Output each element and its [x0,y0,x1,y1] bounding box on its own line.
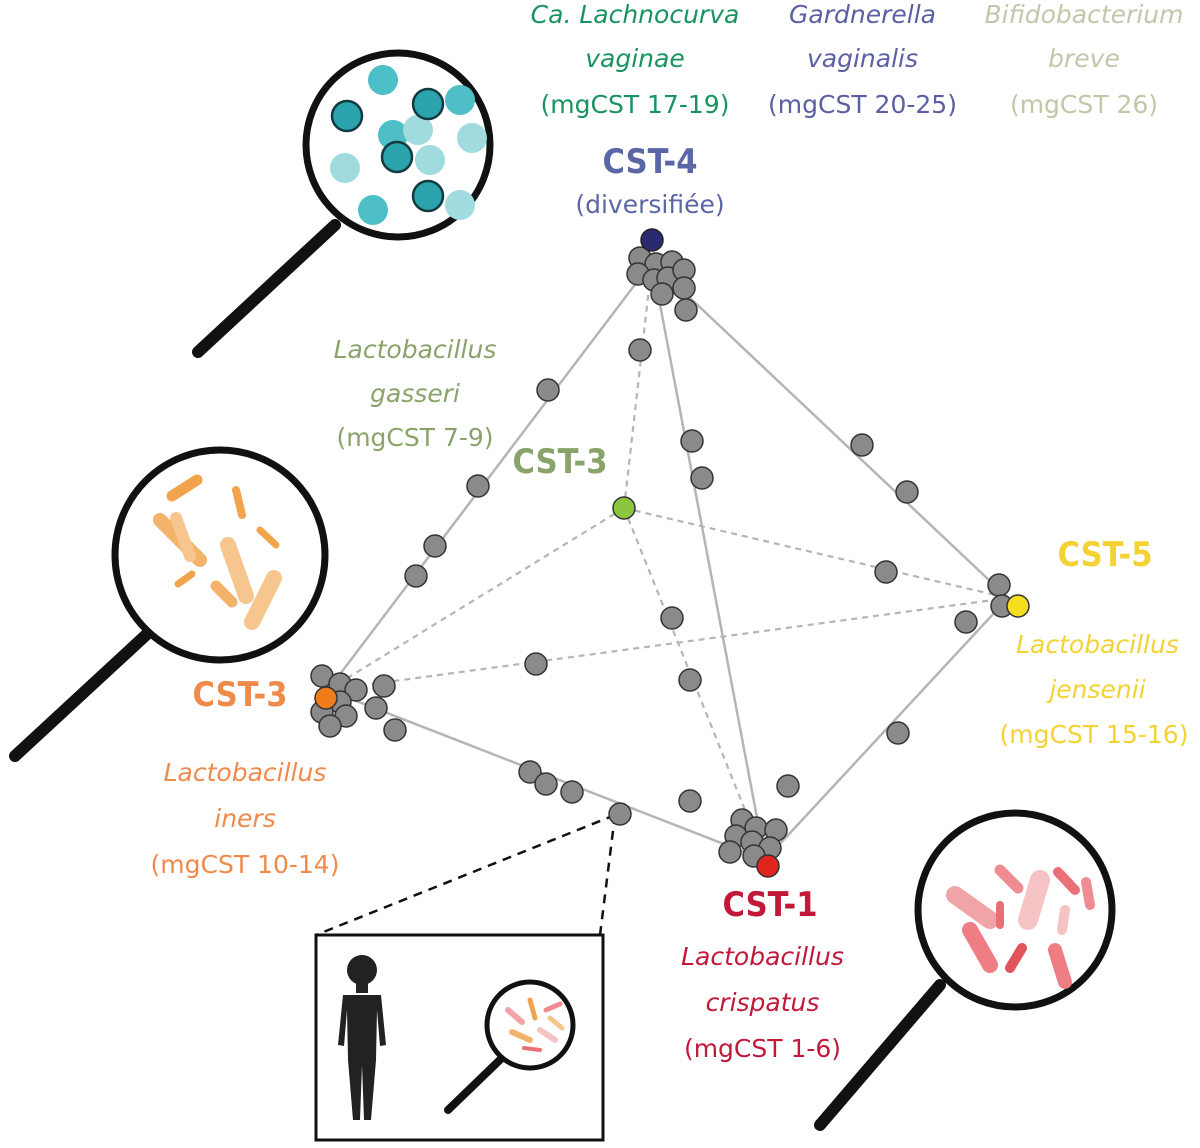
gasseri-species-line1: Lactobacillus [333,335,497,364]
edge-cst4-cst1 [650,261,767,861]
gardnerella-name-line2: vaginalis [806,44,918,73]
inset-connector-left [315,813,616,937]
crispatus-species-line2: crispatus [705,988,820,1017]
sample-point [560,780,584,804]
edge-cst4-cst5 [651,261,1009,599]
cst4-subtitle: (diversifiée) [575,190,725,219]
iners-species-line2: iners [214,804,276,833]
inset-connector-right [598,814,617,936]
sample-point [678,668,702,692]
iners-species-line1: Lactobacillus [163,758,327,787]
gasseri-range: (mgCST 7-9) [336,423,494,452]
sample-point [650,282,674,306]
node-cst5 [1006,594,1030,618]
edge-cst5-cst1 [764,597,1009,861]
tetrahedron-edges [327,261,1009,862]
sample-point [718,840,742,864]
person-silhouette-icon [338,955,386,1120]
sample-point [672,276,696,300]
node-cst3-orange [314,686,338,710]
sample-point [680,429,704,453]
cst3-orange-title: CST-3 [192,675,288,715]
bifido-range: (mgCST 26) [1009,90,1159,119]
sample-point [524,652,548,676]
sample-point [674,298,698,322]
sample-point [776,774,800,798]
gardnerella-name-line1: Gardnerella [789,0,936,29]
lachnocurva-range: (mgCST 17-19) [540,90,730,119]
sample-point [954,610,978,634]
sample-point [608,802,632,826]
sample-point [660,606,684,630]
sample-point [874,560,898,584]
sample-point [628,338,652,362]
sample-point [886,721,910,745]
sample-point [372,674,396,698]
cst3-green-title: CST-3 [512,442,608,482]
sample-point [383,718,407,742]
sample-point [534,772,558,796]
edge-cst4-cst3green [622,261,654,509]
magnifier-cocci-icon [192,49,494,358]
gardnerella-range: (mgCST 20-25) [768,90,957,119]
sample-point [518,760,542,784]
jensenii-species-line2: jensenii [1049,675,1146,704]
sample-points [310,246,1014,868]
bifido-name-line1: Bifidobacterium [984,0,1184,29]
sample-point [318,714,342,738]
sample-point [466,474,490,498]
sample-point [364,696,388,720]
sample-point [344,678,368,702]
jensenii-range: (mgCST 15-16) [999,720,1189,749]
sample-point [850,433,874,457]
sample-point [536,378,560,402]
jensenii-species-line1: Lactobacillus [1016,630,1179,659]
edge-cst3green-cst3orange [327,507,625,691]
sample-point [895,480,919,504]
node-cst3-green [612,496,636,520]
bifido-name-line2: breve [1048,44,1120,73]
crispatus-range: (mgCST 1-6) [683,1034,842,1063]
sample-point [423,534,447,558]
sample-point [987,573,1011,597]
cst5-title: CST-5 [1057,535,1153,575]
sample-point [404,564,428,588]
gasseri-species-line2: gasseri [370,379,460,408]
lachnocurva-name-line1: Ca. Lachnocurva [530,0,740,29]
edge-cst3orange-cst5 [327,596,1009,692]
edge-cst4-cst3orange [327,261,653,691]
sample-point [690,466,714,490]
iners-range: (mgCST 10-14) [150,850,340,879]
magnifier-mixed-icon [444,979,576,1114]
node-cst1 [756,854,780,878]
crispatus-species-line1: Lactobacillus [681,942,844,971]
lachnocurva-name-line2: vaginae [585,44,685,73]
cst1-title: CST-1 [722,885,818,925]
cst4-title: CST-4 [602,142,698,182]
node-cst4 [640,228,664,252]
magnifier-crispatus-icon [814,809,1116,1131]
edge-cst3green-cst5 [623,506,1009,600]
magnifier-iners-icon [9,446,329,762]
sample-point [678,789,702,813]
